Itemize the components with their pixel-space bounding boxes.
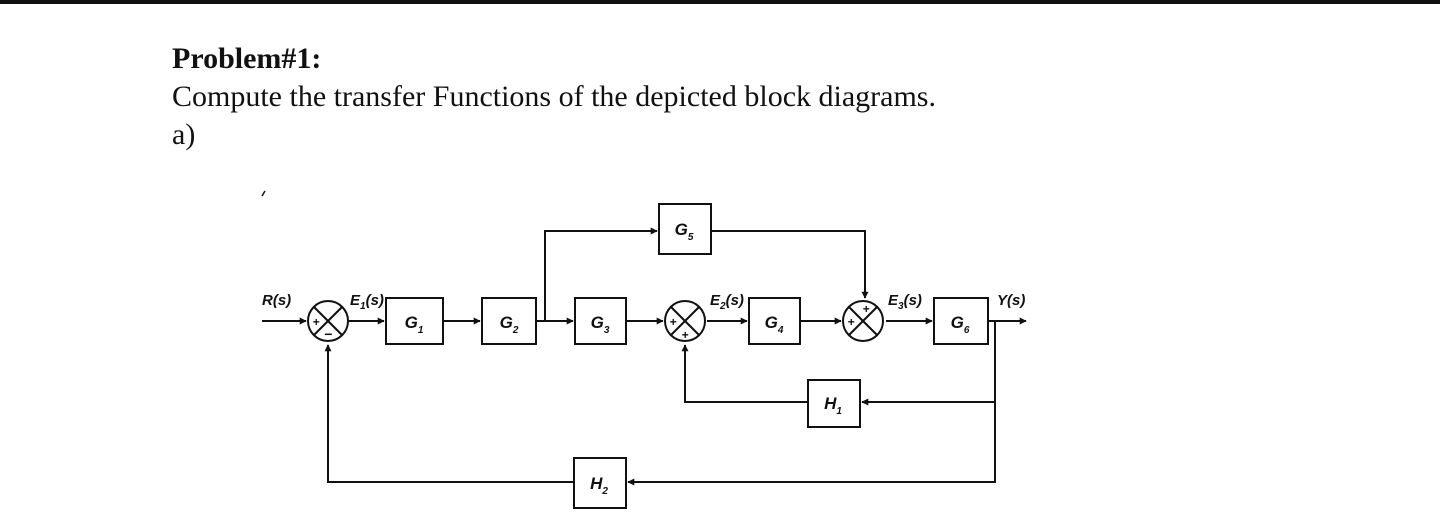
block-g3: G3 [574, 297, 627, 345]
signal-e2-label: E2(s) [710, 292, 744, 312]
block-h2: H2 [573, 457, 627, 509]
sum2-sign-left: + [669, 315, 676, 329]
svg-text:G3: G3 [591, 313, 610, 336]
svg-text:H2: H2 [590, 474, 608, 497]
wire-branch-to-g5 [544, 227, 658, 321]
block-g6: G6 [933, 297, 989, 345]
stray-pen-mark [261, 190, 266, 197]
block-g4: G4 [748, 297, 801, 345]
block-h1: H1 [807, 379, 861, 428]
output-label: Y(s) [997, 292, 1025, 309]
block-g2: G2 [481, 297, 537, 345]
sum3-sign-top: + [862, 302, 869, 316]
svg-text:H1: H1 [824, 394, 842, 417]
svg-text:G1: G1 [405, 313, 424, 336]
sum1-sign-bottom: − [324, 326, 332, 342]
sum3-sign-left: + [847, 315, 854, 329]
summing-junction-1: + − [307, 300, 349, 342]
summing-junction-2: + + [664, 300, 706, 342]
svg-text:G4: G4 [765, 313, 784, 336]
signal-e1-label: E1(s) [350, 292, 384, 312]
wire-g5-to-sum3 [711, 230, 869, 299]
problem-text: Problem#1: Compute the transfer Function… [172, 40, 936, 154]
input-label: R(s) [262, 292, 291, 309]
wire-h2-to-sum1 [324, 344, 574, 483]
signal-e3-label: E3(s) [888, 292, 922, 312]
svg-text:G2: G2 [500, 313, 519, 336]
summing-junction-3: + + [842, 300, 884, 342]
sum1-sign-left: + [312, 315, 319, 329]
block-g5: G5 [658, 203, 712, 255]
problem-heading: Problem#1: [172, 42, 322, 75]
wire-h1-to-sum2 [681, 344, 808, 403]
wire-output-to-h2 [627, 402, 996, 486]
svg-text:G5: G5 [675, 220, 694, 243]
sum2-sign-bottom: + [681, 328, 688, 342]
svg-text:G6: G6 [951, 313, 970, 336]
problem-instruction: Compute the transfer Functions of the de… [172, 80, 936, 113]
top-border-rule [0, 0, 1440, 4]
block-g1: G1 [385, 297, 444, 345]
part-label: a) [172, 118, 196, 151]
